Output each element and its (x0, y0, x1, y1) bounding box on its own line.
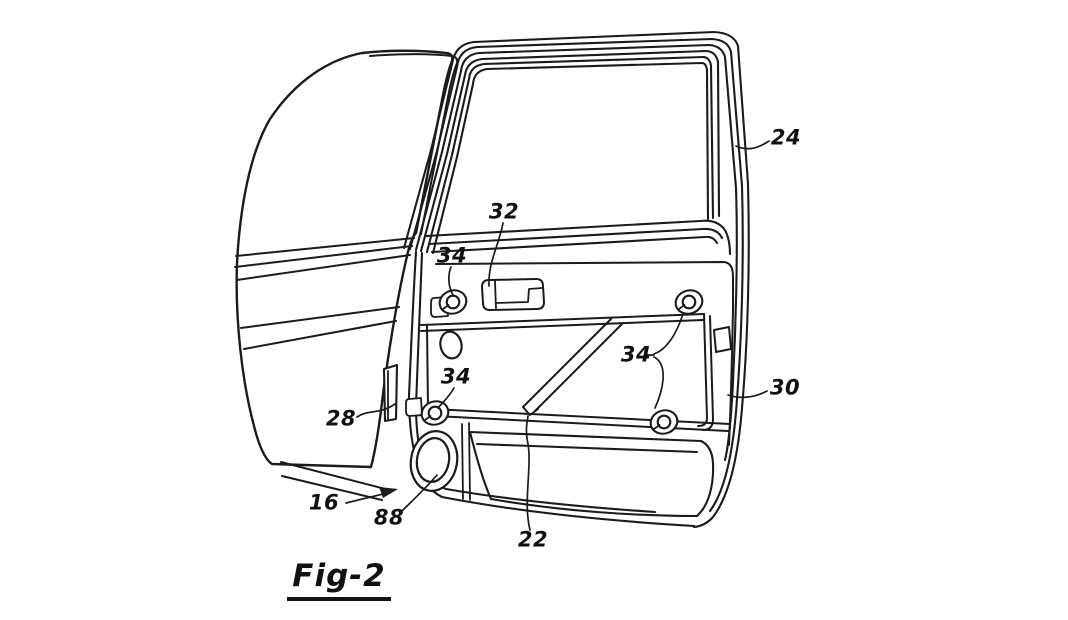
frame-line-5 (427, 57, 713, 252)
frame-line-2 (410, 39, 743, 511)
leader-34-lower-left (438, 388, 454, 408)
vehicle-body-fender (235, 51, 457, 500)
rocker-sill-lines (281, 462, 393, 500)
latch-plate (714, 327, 731, 352)
frame-line-inner (433, 63, 708, 253)
figure-caption: Fig-2 (287, 558, 391, 601)
leader-88 (402, 475, 437, 511)
frame-line-outer (404, 32, 749, 527)
inner-panel-top-edge (436, 262, 733, 445)
speaker-inner-ring (413, 436, 452, 485)
frame-line-3 (416, 45, 737, 460)
leader-24 (736, 141, 769, 149)
fastener-grommets (419, 287, 706, 437)
a-pillar-inner-line (370, 54, 457, 234)
leader-22 (526, 416, 530, 530)
aperture-opening (421, 314, 713, 430)
handle-cutout-step (497, 288, 542, 303)
door-belt-lines (426, 221, 730, 254)
door-window-frame (404, 32, 749, 527)
handle-cutout-divider (495, 281, 496, 309)
leader-32 (489, 223, 503, 286)
frame-line-4 (421, 51, 719, 251)
drain-oval (438, 330, 464, 361)
lower-trim-panel (470, 432, 713, 516)
handle-cutout-32 (482, 279, 544, 310)
arrow-16 (346, 487, 398, 503)
hinge-flange-28 (384, 365, 397, 421)
intrusion-beam (523, 319, 622, 415)
leader-28 (357, 404, 395, 417)
leader-lines (346, 141, 769, 530)
leader-34-to-upper-right (654, 314, 683, 354)
leader-30 (728, 391, 767, 397)
leader-34-upper-left (449, 267, 453, 295)
speaker-panel-dividers (462, 423, 470, 500)
grommet-lower-right (648, 407, 681, 437)
speaker (406, 427, 462, 494)
grommet-lower-left (419, 398, 452, 428)
leader-34-to-lower-right (654, 357, 663, 408)
grommet-upper-right (673, 287, 706, 317)
bottom-rail-lines (412, 408, 730, 431)
lower-hinge-bracket (406, 398, 422, 416)
fender-body-crease-lines (235, 238, 414, 349)
